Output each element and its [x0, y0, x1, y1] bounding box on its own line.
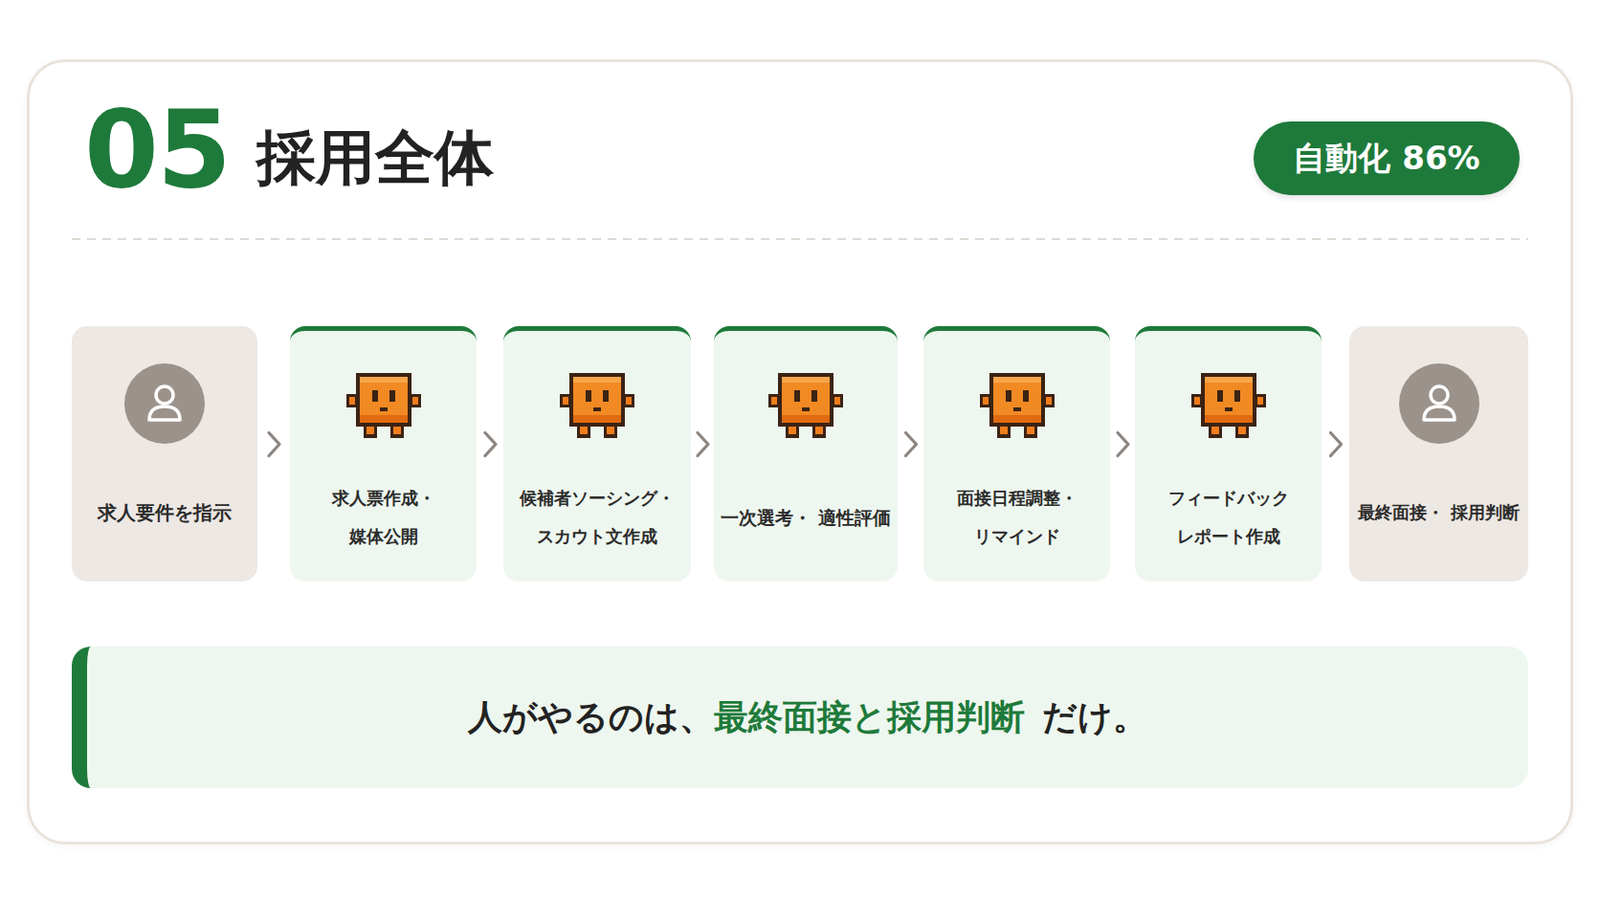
agent-step-box: フィードバック レポート作成	[1134, 326, 1322, 582]
text-area: 求人票作成・ 媒体公開	[295, 465, 471, 571]
agent-step-box: 一次選考・ 適性評価	[713, 326, 898, 582]
human-step-box: 求人要件を指示	[71, 326, 258, 582]
icon-holder	[1349, 362, 1529, 445]
robot-icon	[557, 371, 637, 441]
icon-holder	[1134, 371, 1322, 441]
human-step-box: 最終面接・ 採用判断	[1349, 326, 1529, 582]
icon-holder	[71, 362, 258, 445]
step-label: 一次選考・ 適性評価	[720, 498, 891, 537]
flow-chevron	[485, 433, 496, 457]
callout-text: だけ。	[1042, 697, 1148, 737]
flow-chevron	[697, 433, 709, 457]
person-icon	[123, 362, 206, 445]
icon-holder	[923, 371, 1111, 441]
section-number: 05	[84, 95, 230, 203]
step-label: 面接日程調整・ リマインド	[929, 479, 1105, 556]
agent-step-box: 候補者ソーシング・ スカウト文作成	[503, 326, 691, 582]
highlight-text: 最終面接と採用判断	[713, 697, 1025, 737]
callout-line: 人がやるのは、最終面接と採用判断だけ。	[467, 694, 1148, 742]
flow-chevron	[1331, 433, 1342, 457]
step-label: 最終面接・ 採用判断	[1357, 493, 1519, 533]
text-area: フィードバック レポート作成	[1140, 465, 1316, 571]
robot-icon	[766, 371, 845, 441]
text-area: 面接日程調整・ リマインド	[929, 465, 1105, 571]
text-area: 求人要件を指示	[77, 460, 252, 566]
dashed-divider	[71, 238, 1529, 241]
flow-chevron	[1117, 433, 1129, 457]
icon-holder	[289, 371, 477, 441]
robot-icon	[977, 371, 1057, 441]
person-icon	[1398, 362, 1481, 445]
icon-holder	[713, 371, 898, 441]
badge-text: 自動化 86%	[1292, 136, 1480, 181]
agent-step-box: 面接日程調整・ リマインド	[923, 326, 1111, 582]
text-area: 一次選考・ 適性評価	[719, 465, 892, 571]
step-label: フィードバック レポート作成	[1140, 479, 1316, 556]
page-title: 採用全体	[256, 122, 494, 194]
step-label: 求人票作成・ 媒体公開	[295, 479, 471, 556]
flow-chevron	[268, 433, 280, 457]
robot-icon	[1189, 371, 1268, 441]
status-badge: 自動化 86%	[1253, 121, 1520, 196]
text-area: 候補者ソーシング・ スカウト文作成	[509, 465, 686, 571]
step-label: 求人要件を指示	[97, 493, 232, 533]
callout-text: 人がやるのは、	[467, 697, 714, 737]
text-area: 最終面接・ 採用判断	[1355, 460, 1523, 566]
summary-callout: 人がやるのは、最終面接と採用判断だけ。	[71, 646, 1529, 789]
robot-icon	[344, 371, 423, 441]
icon-holder	[503, 371, 691, 441]
flow-chevron	[906, 433, 917, 457]
step-label: 候補者ソーシング・ スカウト文作成	[509, 479, 686, 556]
agent-step-box: 求人票作成・ 媒体公開	[289, 326, 477, 582]
